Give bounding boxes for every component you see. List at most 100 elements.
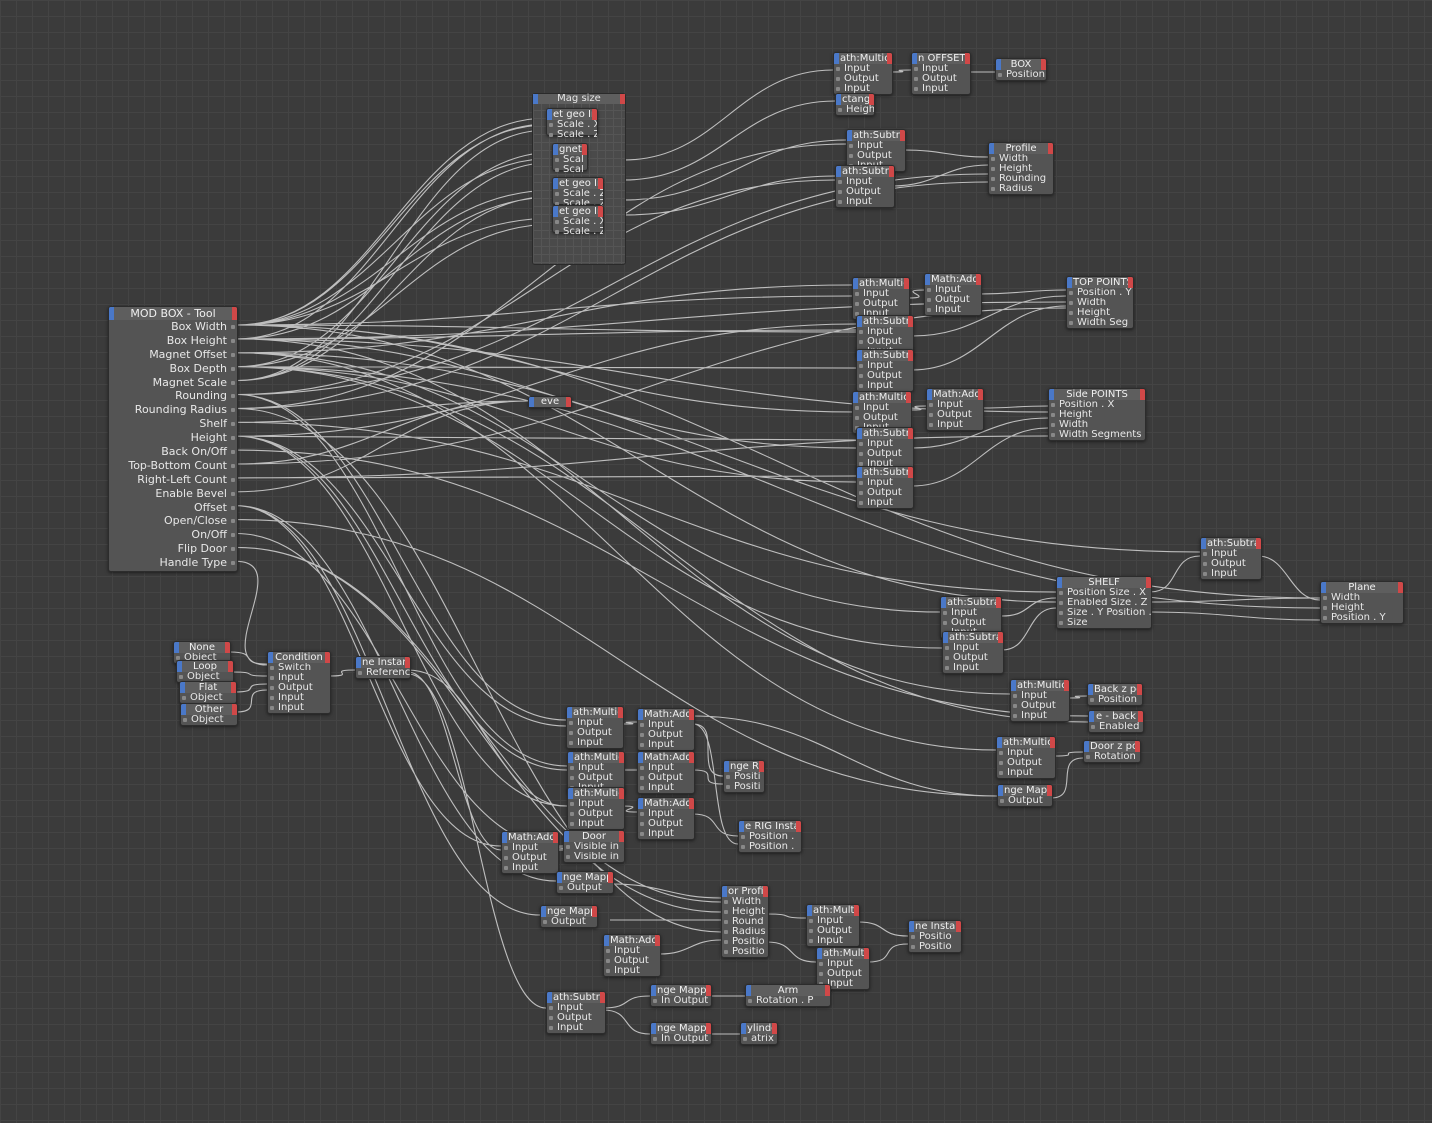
port[interactable]: Input	[836, 177, 894, 187]
node-title[interactable]: ne Instan	[909, 921, 961, 932]
node-title[interactable]: ath:Subtra	[857, 428, 913, 439]
port[interactable]: Scal	[553, 155, 587, 165]
port[interactable]: Referenc	[356, 668, 410, 678]
port[interactable]: Rotation . P	[746, 996, 830, 1006]
node-title[interactable]: Condition	[268, 652, 330, 663]
port[interactable]: Input	[1201, 569, 1261, 579]
node-title[interactable]: nge R	[724, 761, 764, 772]
port[interactable]: Height	[722, 907, 768, 917]
port[interactable]: Output	[834, 74, 892, 84]
port[interactable]: In Output	[651, 1034, 711, 1044]
port[interactable]: Size . Y Position . Y	[1057, 608, 1151, 618]
node-title[interactable]: ath:Multic	[853, 278, 909, 289]
port[interactable]: Input	[268, 703, 330, 713]
node-title[interactable]: Side POINTS	[1049, 389, 1145, 400]
node-title[interactable]: MOD BOX - Tool	[109, 307, 237, 320]
port[interactable]: Position	[1088, 695, 1142, 705]
port[interactable]: Output	[857, 337, 913, 347]
port[interactable]: Output	[638, 730, 694, 740]
port[interactable]: Input	[567, 738, 623, 748]
node-title[interactable]: nge Mapp	[541, 906, 597, 917]
node-title[interactable]: ath:Subtra	[857, 316, 913, 327]
node-title[interactable]: nge Mapp	[998, 785, 1052, 796]
port[interactable]: Input	[567, 718, 623, 728]
node-title[interactable]: ath:Subtra	[836, 166, 894, 177]
port[interactable]: Output	[925, 295, 981, 305]
port[interactable]: Radius	[989, 184, 1053, 194]
node-title[interactable]: ath:Subtra	[1201, 538, 1261, 549]
port[interactable]: Rotation	[1084, 752, 1140, 762]
port[interactable]: Input	[857, 439, 913, 449]
port[interactable]: Position	[996, 70, 1046, 80]
port[interactable]: Input	[638, 720, 694, 730]
port[interactable]: Visible in	[564, 852, 624, 862]
port[interactable]: Output	[1011, 701, 1069, 711]
port[interactable]: Position . X	[1049, 400, 1145, 410]
port[interactable]: Input	[568, 819, 624, 829]
node-title[interactable]: ath:Multic	[997, 737, 1055, 748]
port[interactable]: Input	[638, 809, 694, 819]
port[interactable]: Input	[925, 285, 981, 295]
port[interactable]: Output	[943, 653, 1003, 663]
port[interactable]: Scale . Z	[547, 130, 597, 140]
port[interactable]: Positio	[909, 932, 961, 942]
node-n24[interactable]: Back z posPosition	[1087, 683, 1143, 706]
port[interactable]: atrix	[741, 1034, 777, 1044]
node-title[interactable]: Math:Add	[927, 389, 983, 400]
node-title[interactable]: ne Instan	[356, 657, 410, 668]
port[interactable]: Input	[807, 916, 859, 926]
mod-box-port[interactable]: Open/Close	[109, 514, 237, 528]
node-title[interactable]: Back z pos	[1088, 684, 1142, 695]
port[interactable]: Input	[1201, 549, 1261, 559]
mod-box-port[interactable]: Handle Type	[109, 556, 237, 570]
port[interactable]: Height	[1049, 410, 1145, 420]
port[interactable]: Object	[180, 693, 236, 703]
port[interactable]: Input	[997, 768, 1055, 778]
mod-box-port[interactable]: On/Off	[109, 528, 237, 542]
port[interactable]: Input	[857, 459, 913, 469]
port[interactable]: Positio	[722, 947, 768, 957]
node-title[interactable]: ath:Subtra	[847, 130, 905, 141]
mod-box-port[interactable]: Box Depth	[109, 362, 237, 376]
node-title[interactable]: Math:Add	[638, 752, 694, 763]
port[interactable]: Output	[817, 969, 869, 979]
port[interactable]: Input	[836, 197, 894, 207]
node-title[interactable]: Math:Add	[502, 832, 558, 843]
mod-box-port[interactable]: Magnet Offset	[109, 348, 237, 362]
port[interactable]: Scale . Z	[553, 189, 603, 199]
port[interactable]: Position .	[739, 842, 801, 852]
port[interactable]: Output	[557, 883, 613, 893]
port[interactable]: Input	[943, 663, 1003, 673]
bevel-group[interactable]: eve	[528, 396, 572, 408]
node-title[interactable]: e - back	[1089, 711, 1143, 722]
mag-node-2[interactable]: gnet g Scal Scal	[552, 143, 588, 175]
port[interactable]: Output	[836, 187, 894, 197]
mag-node-4[interactable]: et geo In Scale . X Scale . Z	[552, 205, 604, 237]
port[interactable]: Width Seg	[1067, 318, 1133, 328]
port[interactable]: Input	[857, 478, 913, 488]
